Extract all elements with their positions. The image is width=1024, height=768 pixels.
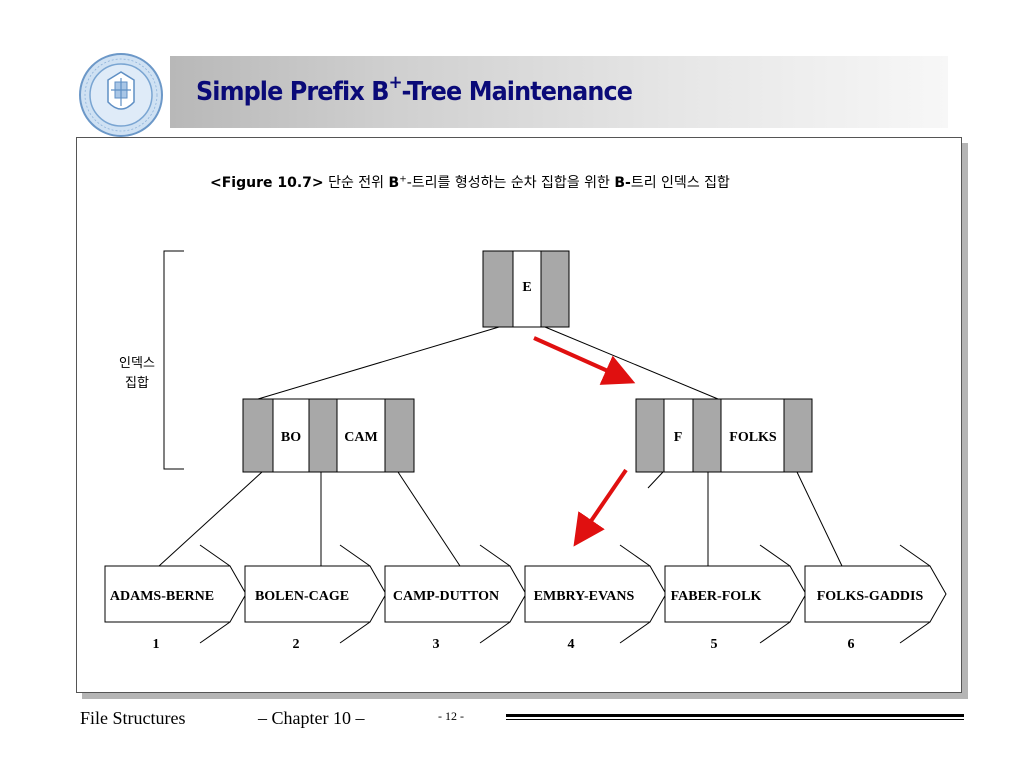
seq-number-6: 6 — [848, 637, 855, 652]
title-bar — [170, 56, 948, 128]
footer-rule-thin — [506, 719, 964, 720]
edge-root-right — [544, 326, 719, 400]
seq-number-2: 2 — [293, 637, 300, 652]
seq-label-4: EMBRY-EVANS — [534, 589, 635, 604]
footer-page-number: - 12 - — [438, 709, 464, 723]
edge-bo-seq1 — [158, 471, 263, 567]
red-arrow-icon — [533, 336, 636, 385]
edge-root-left — [257, 326, 500, 400]
seq-label-5: FABER-FOLK — [671, 589, 762, 604]
seq-block-2: BOLEN-CAGE 2 — [244, 544, 387, 652]
slide-title: Simple Prefix B+-Tree Maintenance — [196, 72, 633, 107]
seq-number-3: 3 — [433, 637, 440, 652]
edge-f-seq4 — [647, 471, 664, 489]
seq-block-4: EMBRY-EVANS 4 — [524, 544, 667, 652]
edge-cam-seq3 — [397, 471, 461, 567]
seq-label-2: BOLEN-CAGE — [255, 589, 349, 604]
node-key-folks: FOLKS — [729, 430, 777, 445]
seq-block-6: FOLKS-GADDIS 6 — [804, 544, 947, 652]
internal-node-right: F FOLKS — [635, 398, 813, 473]
root-node: E — [482, 250, 570, 328]
node-key-f: F — [674, 430, 683, 445]
seq-block-5: FABER-FOLK 5 — [664, 544, 807, 652]
index-set-label: 인덱스 집합 — [119, 356, 155, 391]
edge-folks-seq6 — [796, 471, 843, 567]
university-seal-icon — [79, 53, 163, 137]
seq-block-1: ADAMS-BERNE 1 — [104, 544, 247, 652]
footer-chapter: – Chapter 10 – — [258, 708, 365, 728]
internal-node-left: BO CAM — [242, 398, 415, 473]
root-key: E — [522, 280, 531, 295]
seq-number-5: 5 — [711, 637, 718, 652]
red-arrow-icon — [573, 468, 628, 547]
node-key-cam: CAM — [344, 430, 377, 445]
seq-number-4: 4 — [568, 637, 575, 652]
seq-block-3: CAMP-DUTTON 3 — [384, 544, 527, 652]
index-set-bracket — [163, 250, 184, 470]
seq-label-1: ADAMS-BERNE — [110, 589, 214, 604]
seq-label-6: FOLKS-GADDIS — [817, 589, 924, 604]
footer-course: File Structures — [80, 708, 186, 728]
seq-number-1: 1 — [153, 637, 160, 652]
node-key-bo: BO — [281, 430, 301, 445]
sequence-set: ADAMS-BERNE 1 BOLEN-CAGE 2 CAMP-DUTTON 3 — [104, 544, 947, 652]
footer-rule — [506, 714, 964, 717]
seq-label-3: CAMP-DUTTON — [393, 589, 499, 604]
figure-caption: <Figure 10.7> 단순 전위 B+-트리를 형성하는 순차 집합을 위… — [210, 174, 730, 191]
